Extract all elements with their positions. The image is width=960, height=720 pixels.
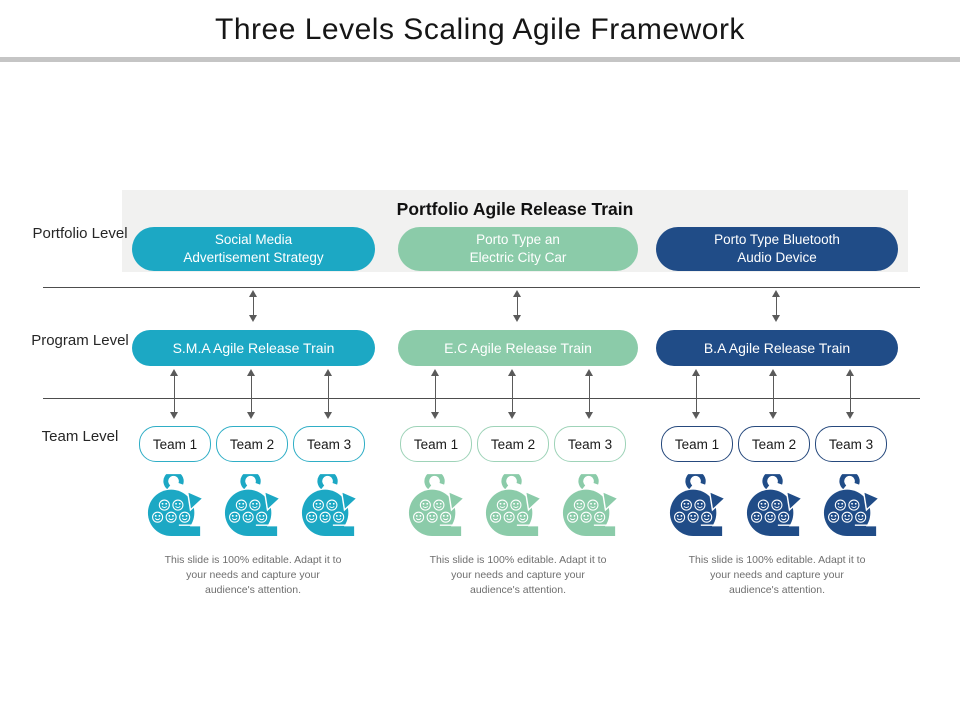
- double-arrow-icon: [583, 369, 596, 419]
- slide-title: Three Levels Scaling Agile Framework: [215, 13, 745, 46]
- double-arrow-icon: [429, 369, 442, 419]
- team-pill: Team 2: [477, 426, 549, 462]
- program-pill-sma-train: S.M.A Agile Release Train: [132, 330, 375, 366]
- scrum-team-icon: [146, 473, 204, 543]
- team-pill: Team 1: [400, 426, 472, 462]
- double-arrow-icon: [247, 290, 260, 322]
- program-pill-ba-train: B.A Agile Release Train: [656, 330, 898, 366]
- scrum-team-icon: [561, 473, 619, 543]
- double-arrow-icon: [322, 369, 335, 419]
- editable-caption: This slide is 100% editable. Adapt it to…: [688, 554, 866, 596]
- divider-portfolio-program: [43, 287, 920, 288]
- program-pill-ec-train: E.C Agile Release Train: [398, 330, 638, 366]
- team-pill: Team 2: [738, 426, 810, 462]
- label-portfolio-level: Portfolio Level: [32, 225, 128, 242]
- team-pill: Team 2: [216, 426, 288, 462]
- scrum-team-icon: [484, 473, 542, 543]
- scrum-team-icon: [668, 473, 726, 543]
- portfolio-pill-bluetooth-audio: Porto Type Bluetooth Audio Device: [656, 227, 898, 271]
- team-group-sma: Team 1 Team 2 Team 3: [139, 426, 365, 462]
- label-program-level: Program Level: [31, 332, 129, 349]
- team-pill: Team 3: [815, 426, 887, 462]
- scrum-team-icon: [822, 473, 880, 543]
- scrum-team-icon: [223, 473, 281, 543]
- double-arrow-icon: [844, 369, 857, 419]
- portfolio-pill-social-media: Social Media Advertisement Strategy: [132, 227, 375, 271]
- title-divider: [0, 57, 960, 62]
- team-group-ec: Team 1 Team 2 Team 3: [400, 426, 626, 462]
- team-pill: Team 3: [293, 426, 365, 462]
- double-arrow-icon: [770, 290, 783, 322]
- divider-program-team: [43, 398, 920, 399]
- double-arrow-icon: [506, 369, 519, 419]
- team-pill: Team 1: [139, 426, 211, 462]
- scrum-team-icon: [300, 473, 358, 543]
- label-team-level: Team Level: [41, 428, 119, 445]
- double-arrow-icon: [767, 369, 780, 419]
- portfolio-pill-electric-car: Porto Type an Electric City Car: [398, 227, 638, 271]
- double-arrow-icon: [245, 369, 258, 419]
- editable-caption: This slide is 100% editable. Adapt it to…: [164, 554, 342, 596]
- scrum-team-icon: [745, 473, 803, 543]
- scrum-team-icon: [407, 473, 465, 543]
- double-arrow-icon: [511, 290, 524, 322]
- double-arrow-icon: [168, 369, 181, 419]
- team-pill: Team 3: [554, 426, 626, 462]
- portfolio-train-header: Portfolio Agile Release Train: [396, 199, 634, 219]
- editable-caption: This slide is 100% editable. Adapt it to…: [429, 554, 607, 596]
- team-pill: Team 1: [661, 426, 733, 462]
- double-arrow-icon: [690, 369, 703, 419]
- team-group-ba: Team 1 Team 2 Team 3: [661, 426, 887, 462]
